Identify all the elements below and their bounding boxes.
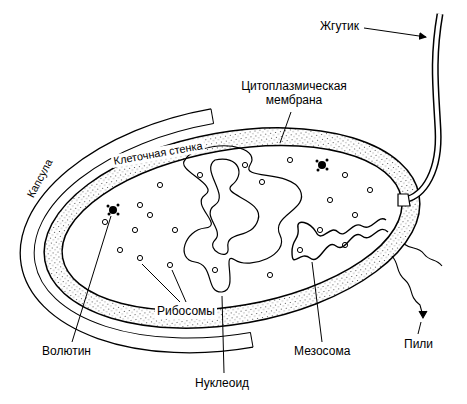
mesosome-label: Мезосома: [292, 345, 352, 359]
ribosome: [297, 247, 302, 252]
ribosome: [317, 227, 322, 232]
ribosome: [267, 272, 272, 277]
flagellum: [398, 14, 440, 206]
ribosome: [102, 219, 107, 224]
pili: [392, 244, 442, 318]
flagellum-label: Жгутик: [318, 20, 361, 34]
ribosome: [157, 182, 162, 187]
ribosomes: [102, 157, 372, 277]
ribosome: [242, 162, 247, 167]
ribosome: [132, 227, 137, 232]
ribosome: [367, 187, 372, 192]
ribosome: [259, 179, 264, 184]
ribosome: [352, 212, 357, 217]
ribosomes-label: Рибосомы: [155, 305, 217, 319]
mesosome: [292, 219, 388, 260]
capsule-label: Капсула: [24, 155, 57, 201]
ribosome: [172, 227, 177, 232]
ribosome: [342, 172, 347, 177]
ribosome: [147, 212, 152, 217]
nucleoid: [184, 146, 302, 292]
ribosome: [287, 157, 292, 162]
ribosome: [117, 247, 122, 252]
capsule-band: [0, 72, 262, 385]
capsule-end: [211, 109, 214, 124]
ribosome: [167, 262, 172, 267]
leader-lines: [72, 28, 426, 373]
ribosome: [197, 172, 202, 177]
ribosome: [137, 202, 142, 207]
ribosome: [212, 267, 217, 272]
ribosome: [327, 197, 332, 202]
nucleoid-label: Нуклеоид: [193, 377, 251, 391]
cytoplasmic-membrane: [49, 121, 415, 334]
cell-wall: [28, 100, 436, 355]
volutin-granule: [107, 159, 329, 216]
volutin-label: Волютин: [40, 345, 93, 359]
cell-body: [0, 72, 464, 385]
ribosome: [137, 255, 142, 260]
capsule-end: [250, 332, 253, 347]
membrane-label: Цитоплазмическая мембрана: [232, 80, 356, 108]
pili-label: Пили: [402, 338, 435, 352]
